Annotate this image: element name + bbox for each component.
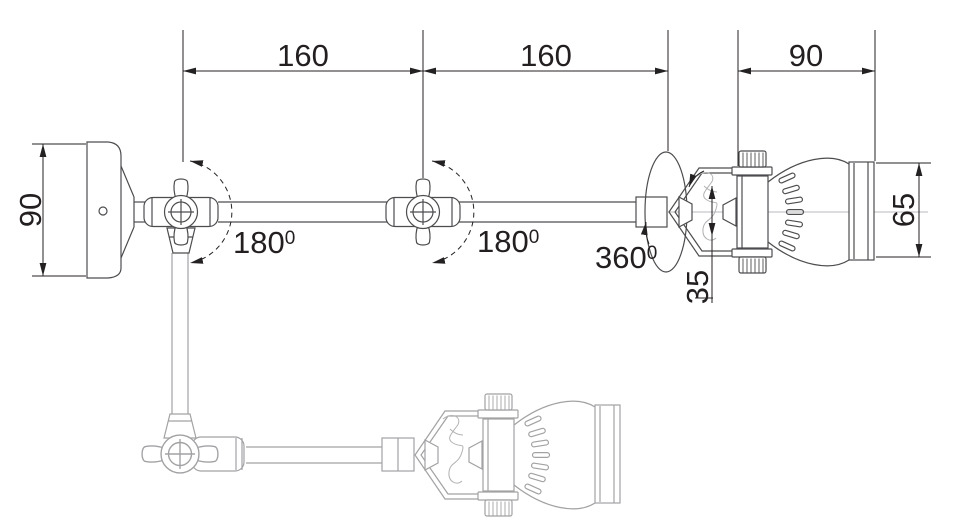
dimension-span-1: 160 [182,30,424,178]
joint-2 [405,178,441,246]
ball-swivel-arrow [688,170,705,188]
dimension-pivot-offset: 35 [680,186,716,304]
elbow-joint [141,434,245,474]
angle-label-head-rotation: 3600 [595,240,657,275]
rotation-360-annotation: 3600 [595,221,657,275]
dimension-label-canopy-height: 90 [13,193,48,227]
angle-label-joint1: 1800 [233,225,295,260]
dimension-label-head-diameter: 65 [886,193,921,227]
dimension-label-span1: 160 [277,38,329,73]
vertical-arm [163,253,197,439]
lower-arm [246,437,415,472]
dimension-span-3: 90 [737,30,876,166]
alternate-position-assembly [141,253,621,517]
wall-canopy [86,141,135,279]
dimension-canopy-height: 90 [13,143,86,277]
dimension-span-2: 160 [423,30,669,151]
arm-segment-3 [459,196,668,228]
swivel-arc-joint-1: 1800 [189,160,295,264]
angle-label-joint2: 1800 [477,224,539,259]
dimension-label-span3: 90 [789,38,823,73]
dimension-label-span2: 160 [520,38,572,73]
dimension-label-pivot-offset: 35 [680,270,715,304]
dimension-head-diameter: 65 [876,162,931,258]
lamp-head-lower [414,393,621,517]
swivel-arc-joint-2: 1800 [431,160,539,264]
